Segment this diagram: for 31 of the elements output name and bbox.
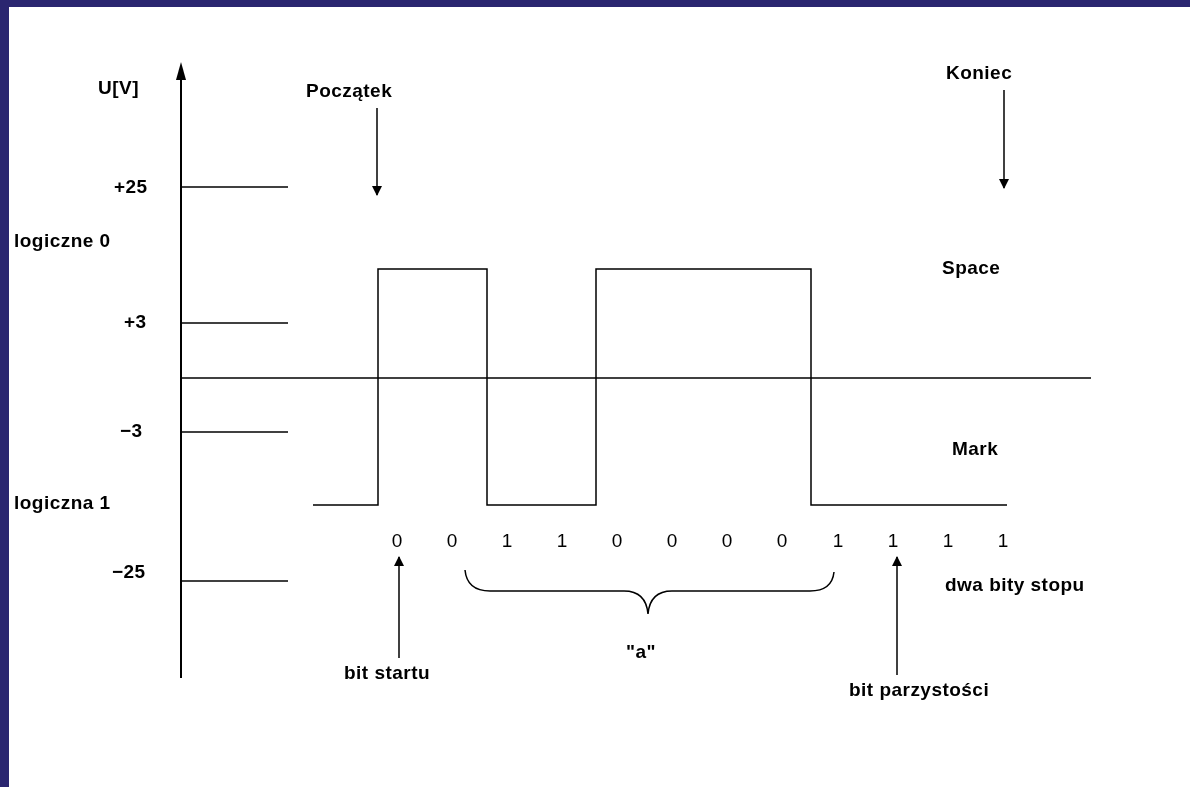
arrow [372, 107, 382, 196]
arrow [999, 89, 1009, 189]
bit-value: 0 [660, 527, 684, 555]
tick-label: −3 [120, 419, 143, 443]
annotation-text: bit parzystości [849, 677, 1009, 735]
axis-label: U[V] [98, 76, 139, 100]
bit-value: 0 [605, 527, 629, 555]
bit-value: 1 [936, 527, 960, 555]
brace-label: "a" [626, 640, 656, 664]
arrow [892, 556, 902, 676]
annotation-text: Koniec [946, 60, 1050, 88]
level-label: Mark [952, 437, 999, 461]
bit-value: 1 [991, 527, 1015, 555]
level-label: Space [942, 256, 1001, 280]
tick-label: +25 [114, 175, 148, 199]
tick-label: +3 [124, 310, 147, 334]
bit-value: 1 [495, 527, 519, 555]
bit-value: 1 [826, 527, 850, 555]
annotation-text: Początek [306, 78, 438, 106]
bit-value: 0 [715, 527, 739, 555]
annotation-text: bit startu [344, 660, 434, 718]
bit-value: 1 [881, 527, 905, 555]
bit-value: 0 [770, 527, 794, 555]
level-label: logiczne 0 [14, 229, 111, 253]
bit-value: 0 [440, 527, 464, 555]
bit-value: 1 [550, 527, 574, 555]
arrow [394, 556, 404, 659]
level-label: logiczna 1 [14, 491, 111, 515]
bit-value: 0 [385, 527, 409, 555]
stop-bits-label: dwa bity stopu [945, 573, 1085, 597]
tick-label: −25 [112, 560, 146, 584]
